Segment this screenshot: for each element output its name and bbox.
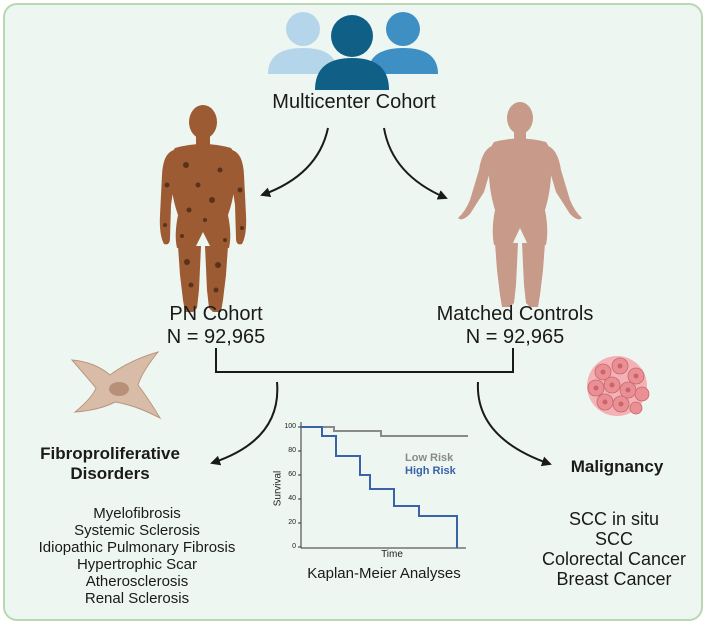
km-low-risk-curve <box>301 426 468 437</box>
km-ytick: 20 <box>288 519 296 526</box>
km-legend-low-risk: Low Risk <box>405 452 454 464</box>
arrow-to-controls <box>383 127 448 200</box>
malignancy-list: SCC in situ SCC Colorectal Cancer Breast… <box>542 509 686 589</box>
km-ylabel: Survival <box>272 470 284 507</box>
controls-label: Matched Controls <box>436 303 594 325</box>
human-body-lesions-icon <box>159 105 247 312</box>
arrow-to-malignancy <box>476 381 552 467</box>
people-group-icon <box>268 12 438 90</box>
list-item: Atherosclerosis <box>85 573 189 590</box>
km-high-risk-curve <box>301 426 458 548</box>
list-item: Colorectal Cancer <box>541 549 687 569</box>
fibroproliferative-heading-line1: Fibroproliferative <box>40 444 180 463</box>
list-item: Breast Cancer <box>556 569 672 589</box>
tumor-cluster-icon <box>587 356 650 416</box>
list-item: Myelofibrosis <box>93 505 181 522</box>
cohort-connector <box>215 348 514 373</box>
arrow-to-fibroproliferative <box>210 381 279 466</box>
pn-cohort-label: PN Cohort <box>169 303 263 325</box>
controls-count: N = 92,965 <box>465 326 565 348</box>
list-item: SCC in situ <box>568 509 660 529</box>
km-ytick: 0 <box>292 543 296 550</box>
figure-frame <box>3 3 703 621</box>
fibroproliferative-heading-line2: Disorders <box>70 464 150 483</box>
pn-cohort-count: N = 92,965 <box>166 326 266 348</box>
arrow-to-pn-cohort <box>260 127 329 198</box>
fibroblast-cell-icon <box>70 351 162 420</box>
km-xlabel: Time <box>381 549 403 560</box>
list-item: SCC <box>594 529 633 549</box>
list-item: Systemic Sclerosis <box>74 522 200 539</box>
km-ytick: 80 <box>288 447 296 454</box>
malignancy-heading: Malignancy <box>570 457 664 476</box>
km-caption: Kaplan-Meier Analyses <box>307 565 461 582</box>
fibro-list: Myelofibrosis Systemic Sclerosis Idiopat… <box>39 505 236 607</box>
cohort-title: Multicenter Cohort <box>272 91 436 113</box>
human-body-icon <box>458 102 582 307</box>
km-ytick: 40 <box>288 495 296 502</box>
km-legend-high-risk: High Risk <box>405 465 456 477</box>
list-item: Hypertrophic Scar <box>76 556 198 573</box>
list-item: Renal Sclerosis <box>84 590 190 607</box>
km-ytick: 60 <box>288 471 296 478</box>
list-item: Idiopathic Pulmonary Fibrosis <box>38 539 236 556</box>
kaplan-meier-plot <box>298 422 468 549</box>
km-ytick: 100 <box>284 423 296 430</box>
